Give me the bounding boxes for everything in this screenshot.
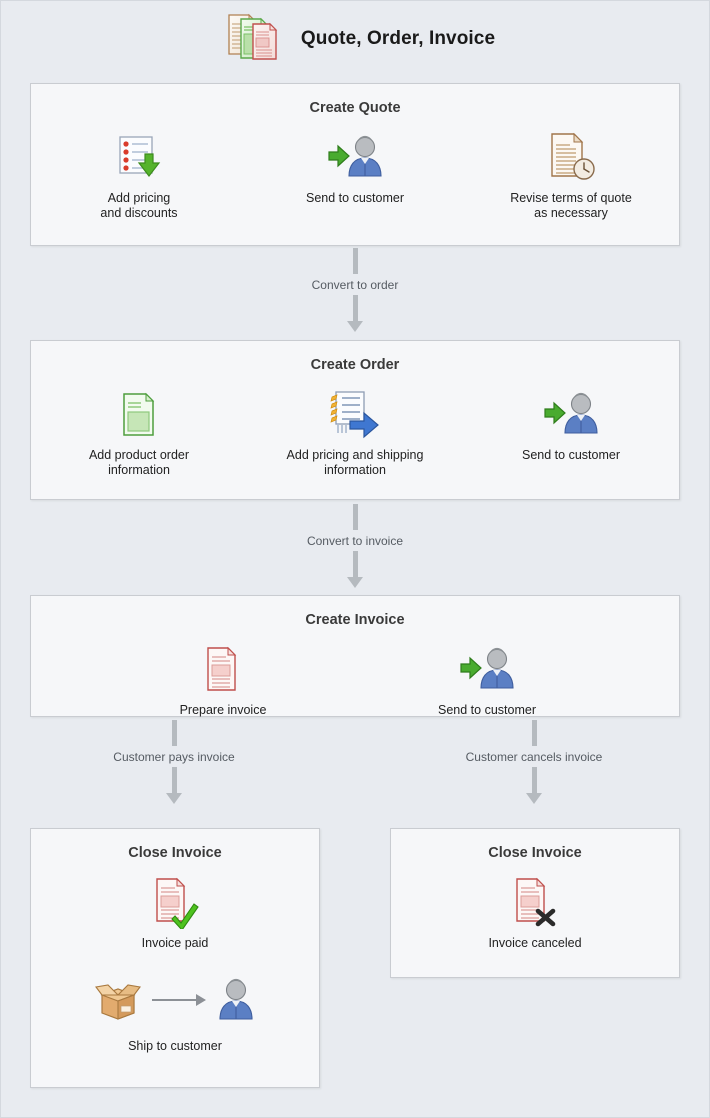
customer-person-icon: [219, 978, 253, 1020]
step-revise-terms-of-quote[interactable]: Revise terms of quote as necessary: [481, 130, 661, 221]
step-list: Invoice canceled: [391, 875, 679, 951]
step-label: Invoice canceled: [488, 936, 582, 950]
step-invoice-canceled[interactable]: Invoice canceled: [445, 875, 625, 951]
connector-customer-pays-invoice: Customer pays invoice: [74, 720, 274, 793]
step-label: Revise terms of quote as necessary: [510, 191, 632, 220]
step-label: Send to customer: [438, 703, 536, 717]
pricing-list-download-icon: [112, 130, 166, 184]
step-label: Add pricing and discounts: [100, 191, 178, 220]
connector-line: [352, 504, 358, 530]
green-document-icon: [114, 387, 164, 441]
connector-label: Customer cancels invoice: [465, 750, 603, 764]
connector-quote-to-order: Convert to order: [255, 248, 455, 321]
section-close-invoice-canceled: Close Invoice Invoice canceled: [390, 828, 680, 978]
connector-line: [171, 720, 177, 746]
section-title: Create Quote: [309, 100, 401, 116]
connector-label: Customer pays invoice: [113, 750, 235, 764]
step-send-to-customer[interactable]: Send to customer: [265, 130, 445, 206]
page-header: Quote, Order, Invoice: [0, 0, 710, 78]
step-invoice-paid[interactable]: Invoice paid: [85, 875, 265, 951]
connector-label: Convert to order: [311, 278, 399, 292]
step-prepare-invoice[interactable]: Prepare invoice: [133, 642, 313, 718]
connector-customer-cancels-invoice: Customer cancels invoice: [434, 720, 634, 793]
invoice-cancel-icon: [508, 875, 562, 929]
list-arrow-right-icon: [326, 387, 384, 441]
page-title: Quote, Order, Invoice: [300, 28, 496, 49]
step-list-paid: Invoice paid: [31, 875, 319, 951]
step-add-pricing-and-shipping-information[interactable]: Add pricing and shipping information: [265, 387, 445, 478]
section-title: Create Order: [310, 357, 400, 373]
step-label: Prepare invoice: [179, 703, 267, 717]
section-create-order: Create Order Add product order informati…: [30, 340, 680, 500]
connector-line: [531, 720, 537, 746]
connector-line: [352, 248, 358, 274]
connector-arrow: [171, 767, 177, 793]
step-add-pricing-and-discounts[interactable]: Add pricing and discounts: [49, 130, 229, 221]
send-to-person-icon: [541, 387, 601, 441]
send-to-person-icon: [325, 130, 385, 184]
step-label: Add product order information: [88, 448, 190, 477]
document-clock-icon: [544, 130, 598, 184]
section-close-invoice-paid: Close Invoice Invoice paid: [30, 828, 320, 1088]
section-title: Create Invoice: [305, 612, 405, 628]
connector-arrow: [531, 767, 537, 793]
arrow-right-icon: [152, 994, 208, 1006]
step-list: Add pricing and discounts Send to custom…: [31, 130, 679, 221]
shipping-box-icon: [95, 984, 141, 1020]
stacked-documents-icon: [225, 11, 287, 67]
step-ship-to-customer[interactable]: Ship to customer: [31, 973, 319, 1054]
step-label: Ship to customer: [128, 1039, 222, 1053]
step-label: Send to customer: [522, 448, 620, 462]
connector-arrow: [352, 551, 358, 577]
section-create-invoice: Create Invoice Prepare invoice: [30, 595, 680, 717]
step-send-to-customer[interactable]: Send to customer: [481, 387, 661, 463]
step-label: Send to customer: [306, 191, 404, 205]
box-arrow-person-icon: [92, 973, 258, 1027]
invoice-check-icon: [148, 875, 202, 929]
step-send-to-customer[interactable]: Send to customer: [397, 642, 577, 718]
step-add-product-order-information[interactable]: Add product order information: [49, 387, 229, 478]
red-invoice-icon: [199, 642, 247, 696]
step-list: Add product order information Add pricin…: [31, 387, 679, 478]
connector-arrow: [352, 295, 358, 321]
step-label: Add pricing and shipping information: [286, 448, 424, 477]
step-label: Invoice paid: [141, 936, 209, 950]
section-title: Close Invoice: [488, 845, 582, 861]
step-list: Prepare invoice Send to customer: [31, 642, 679, 718]
section-title: Close Invoice: [128, 845, 222, 861]
connector-order-to-invoice: Convert to invoice: [255, 504, 455, 577]
section-create-quote: Create Quote Add pricing and discounts: [30, 83, 680, 246]
send-to-person-icon: [457, 642, 517, 696]
connector-label: Convert to invoice: [306, 534, 404, 548]
